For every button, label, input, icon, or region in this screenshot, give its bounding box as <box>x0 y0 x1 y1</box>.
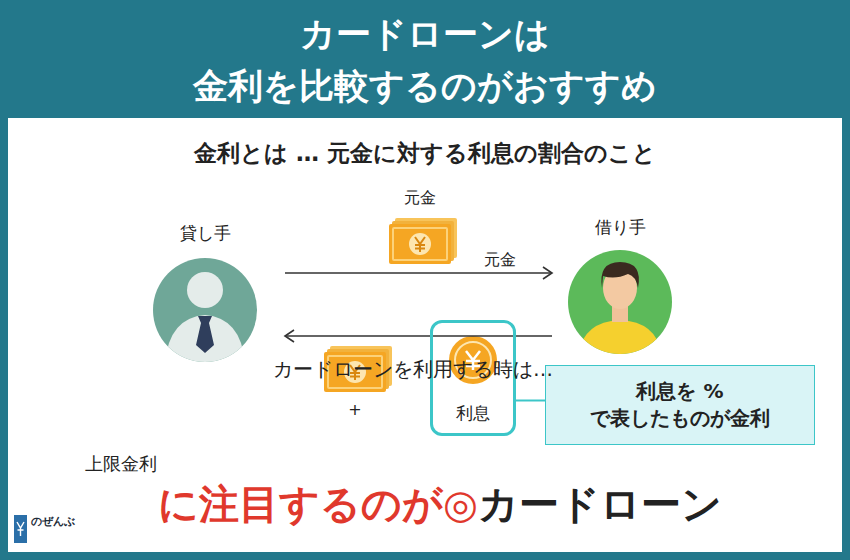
emphasis-row: に注目するのが◎カードローン <box>158 482 722 526</box>
money-label: + <box>348 400 361 419</box>
connector-arrow <box>285 330 552 342</box>
node-text: 利息 <box>433 402 513 425</box>
node-text: 貸し手 <box>145 222 265 245</box>
plus-sign: カードローンを利用する時は… <box>273 356 553 383</box>
node-text: 借り手 <box>560 216 680 239</box>
lender-figure: 貸し手 <box>145 222 265 362</box>
emphasis-text: に注目するのが◎ <box>158 481 478 527</box>
edge-label: 元金 <box>482 250 518 271</box>
definition-text: 金利とは … 元金に対する利息の割合のこと <box>194 138 656 169</box>
money-label: 元金 <box>404 188 436 209</box>
logo-text: のぜんぶ <box>31 514 75 529</box>
emphasis-text: カードローン <box>478 481 722 527</box>
note-text: 上限金利 <box>85 452 157 476</box>
callout-box: 利息を %で表したものが金利 <box>545 365 815 445</box>
connector-arrow <box>516 400 545 401</box>
borrower-figure: 借り手 <box>560 216 680 356</box>
node-text: 利息を %で表したものが金利 <box>556 378 804 432</box>
title-text: カードローンは 金利を比較するのがおすすめ <box>125 8 725 112</box>
